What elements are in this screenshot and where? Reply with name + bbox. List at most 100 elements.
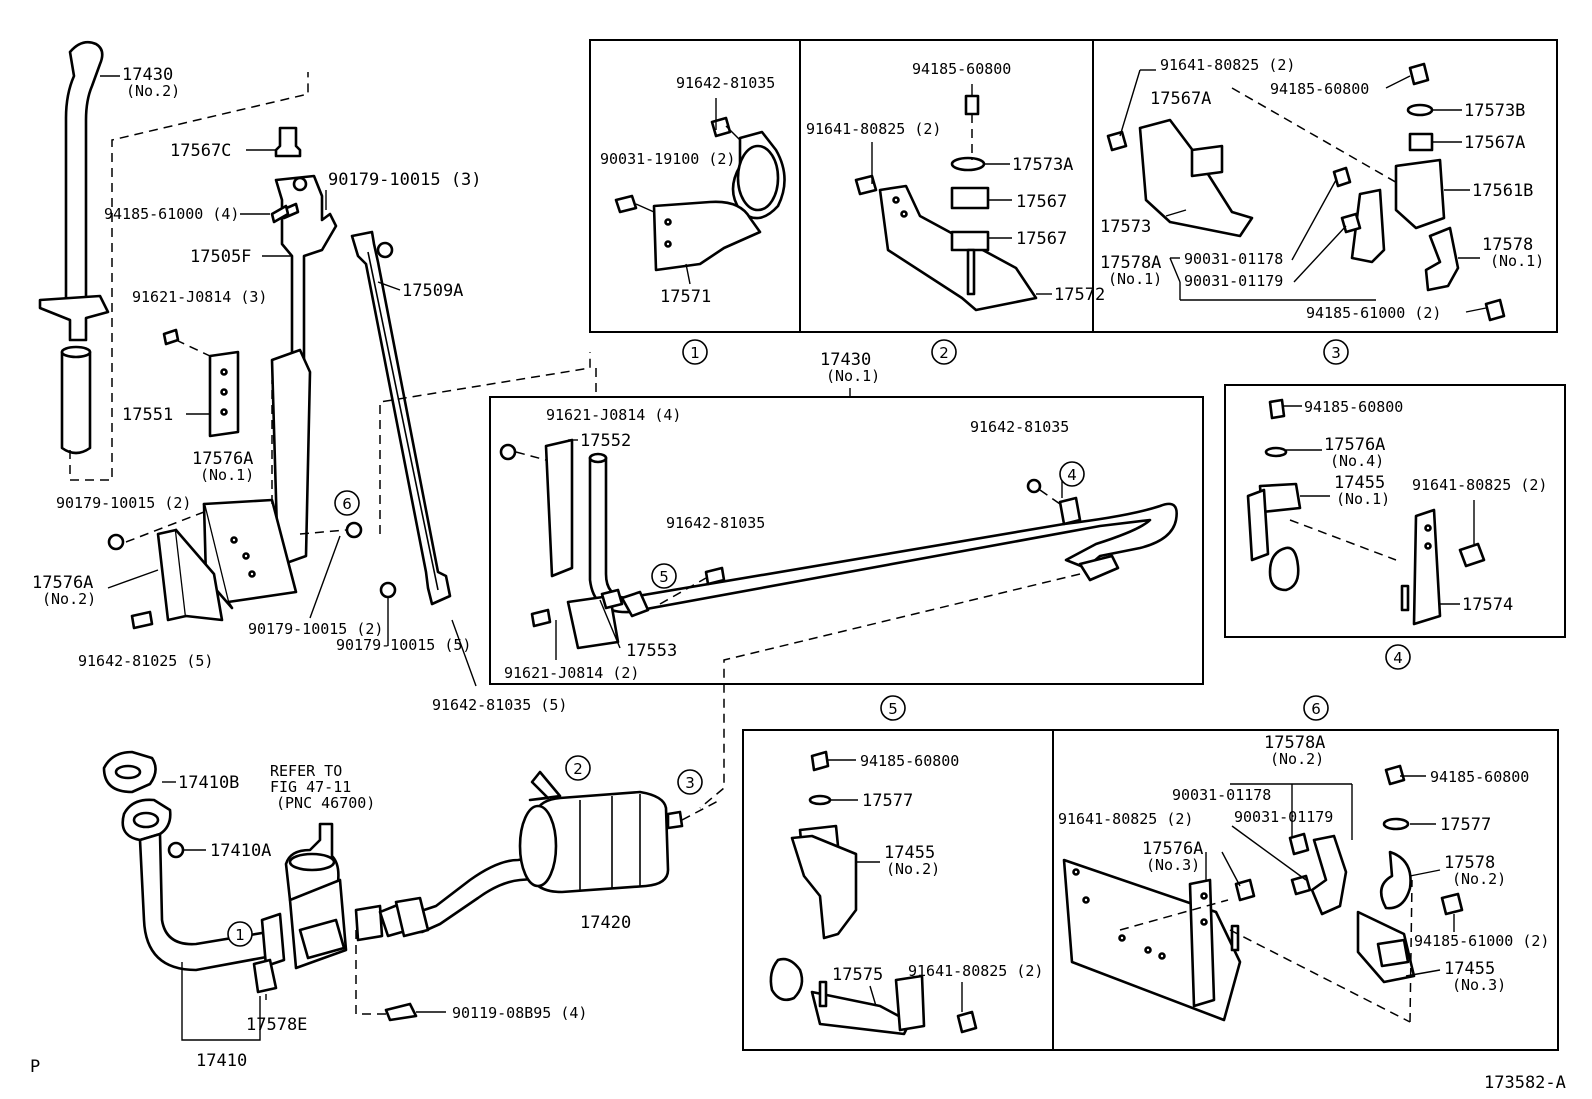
converter-46700 — [284, 822, 384, 970]
label-b6-17578a: 17578A — [1264, 733, 1325, 753]
label-b3-17578a: 17578A — [1100, 253, 1161, 273]
label-b4-91641-80825: 91641-80825 (2) — [1412, 476, 1547, 494]
label-17410a: 17410A — [210, 841, 271, 861]
label-b5-91641-80825: 91641-80825 (2) — [908, 962, 1043, 980]
label-b6-17577: 17577 — [1440, 815, 1491, 835]
label-17509a: 17509A — [402, 281, 463, 301]
label-17576a-no2-sub: (No.2) — [42, 590, 96, 608]
label-17420: 17420 — [580, 913, 631, 933]
center-pipe — [378, 854, 548, 938]
label-b2-17567-a: 17567 — [1016, 192, 1067, 212]
label-b4-17576a: 17576A — [1324, 435, 1385, 455]
label-17410b: 17410B — [178, 773, 239, 793]
label-b2-94185-60800: 94185-60800 — [912, 60, 1011, 78]
detail-boxes — [489, 39, 1566, 1051]
label-b1-91642-81035: 91642-81035 — [676, 74, 775, 92]
leader-lines — [100, 69, 1480, 1012]
label-b6-17576a: 17576A — [1142, 839, 1203, 859]
label-refer-line2: FIG 47-11 — [270, 778, 351, 796]
label-17576a-no1-sub: (No.1) — [200, 466, 254, 484]
box-marker-3: 3 — [1331, 344, 1341, 362]
label-b6-91641-80825: 91641-80825 (2) — [1058, 810, 1193, 828]
label-b3-17578-sub: (No.1) — [1490, 252, 1544, 270]
label-b1-17571: 17571 — [660, 287, 711, 307]
box-marker-6: 6 — [1311, 700, 1321, 718]
label-17553: 17553 — [626, 641, 677, 661]
detail-3-parts — [1106, 62, 1506, 322]
label-b6-17578a-sub: (No.2) — [1270, 750, 1324, 768]
label-90179-10015-5: 90179-10015 (5) — [336, 636, 471, 654]
dashed-leader — [379, 352, 591, 534]
label-b3-91641-80825: 91641-80825 (2) — [1160, 56, 1295, 74]
label-17430-no1: 17430 — [820, 350, 871, 370]
label-b1-90031-19100: 90031-19100 (2) — [600, 150, 735, 168]
label-91621-j0814-3: 91621-J0814 (3) — [132, 288, 267, 306]
label-17551: 17551 — [122, 405, 173, 425]
label-91621-j0814-4: 91621-J0814 (4) — [546, 406, 681, 424]
label-17430-no1-sub: (No.1) — [826, 367, 880, 385]
label-b2-91641-80825: 91641-80825 (2) — [806, 120, 941, 138]
box-marker-5: 5 — [888, 700, 898, 718]
label-b6-17455-sub: (No.3) — [1452, 976, 1506, 994]
label-b3-17578: 17578 — [1482, 235, 1533, 255]
label-b5-17575: 17575 — [832, 965, 883, 985]
label-91642-81035-mid: 91642-81035 — [666, 514, 765, 532]
label-b6-17578: 17578 — [1444, 853, 1495, 873]
box-marker-4: 4 — [1393, 649, 1403, 667]
detail-5-parts — [769, 750, 978, 1036]
label-b6-94185-61000: 94185-61000 (2) — [1414, 932, 1549, 950]
stay-17509a — [350, 230, 452, 606]
callout-5-pipe: 5 — [659, 568, 669, 586]
muffler-17420 — [518, 770, 684, 894]
label-b6-17576a-sub: (No.3) — [1146, 856, 1200, 874]
detail-6-parts — [1062, 764, 1464, 1023]
box-marker-1: 1 — [690, 344, 700, 362]
label-b4-17455-sub: (No.1) — [1336, 490, 1390, 508]
label-b4-17574: 17574 — [1462, 595, 1513, 615]
bracket-17410 — [181, 962, 261, 1041]
label-94185-61000-4: 94185-61000 (4) — [104, 205, 239, 223]
callout-3-muffler: 3 — [685, 774, 695, 792]
label-b6-17455: 17455 — [1444, 959, 1495, 979]
label-17576a-no2: 17576A — [32, 573, 93, 593]
label-17505f: 17505F — [190, 247, 251, 267]
label-b2-17573a: 17573A — [1012, 155, 1073, 175]
bolt-90119 — [384, 1002, 446, 1022]
label-b6-90031-01178: 90031-01178 — [1172, 786, 1271, 804]
label-b6-90031-01179: 90031-01179 — [1234, 808, 1333, 826]
label-b6-17578-sub: (No.2) — [1452, 870, 1506, 888]
figure-id: 173582-A — [1484, 1073, 1566, 1093]
label-b5-94185-60800: 94185-60800 — [860, 752, 959, 770]
label-refer-line3: (PNC 46700) — [276, 794, 375, 812]
part-labels: 17430 (No.2) 17567C 94185-61000 (4) 9017… — [30, 56, 1566, 1093]
label-91642-81025-5: 91642-81025 (5) — [78, 652, 213, 670]
detail-1-parts — [614, 116, 786, 272]
detail-2-parts — [854, 94, 1038, 312]
dashed-leader — [69, 72, 309, 481]
label-90179-10015-3: 90179-10015 (3) — [328, 170, 482, 190]
label-b5-17577: 17577 — [862, 791, 913, 811]
label-b4-94185-60800: 94185-60800 — [1304, 398, 1403, 416]
callout-circles: 6 2 3 1 5 4 1 2 3 4 5 6 — [227, 339, 1411, 947]
bracket-17576a — [107, 380, 363, 630]
tail-pipe-17430-no2 — [38, 40, 110, 455]
detail-4-parts — [1246, 398, 1486, 626]
callout-1-pipe: 1 — [235, 926, 245, 944]
label-b3-17561b: 17561B — [1472, 181, 1533, 201]
label-b5-17455-sub: (No.2) — [886, 860, 940, 878]
label-b3-17573b: 17573B — [1464, 101, 1525, 121]
label-b2-17567-b: 17567 — [1016, 229, 1067, 249]
label-17578e: 17578E — [246, 1015, 307, 1035]
label-b4-17576a-sub: (No.4) — [1330, 452, 1384, 470]
label-b3-90031-01179: 90031-01179 — [1184, 272, 1283, 290]
callout-2-muffler: 2 — [573, 760, 583, 778]
label-17576a-no1: 17576A — [192, 449, 253, 469]
label-b6-94185-60800: 94185-60800 — [1430, 768, 1529, 786]
label-refer-line1: REFER TO — [270, 762, 342, 780]
hanger-bracket-17505f — [270, 126, 338, 568]
dashed-leader — [355, 930, 416, 1015]
front-pipe-17410 — [102, 750, 286, 994]
callout-4-pipe: 4 — [1067, 466, 1077, 484]
label-b2-17572: 17572 — [1054, 285, 1105, 305]
